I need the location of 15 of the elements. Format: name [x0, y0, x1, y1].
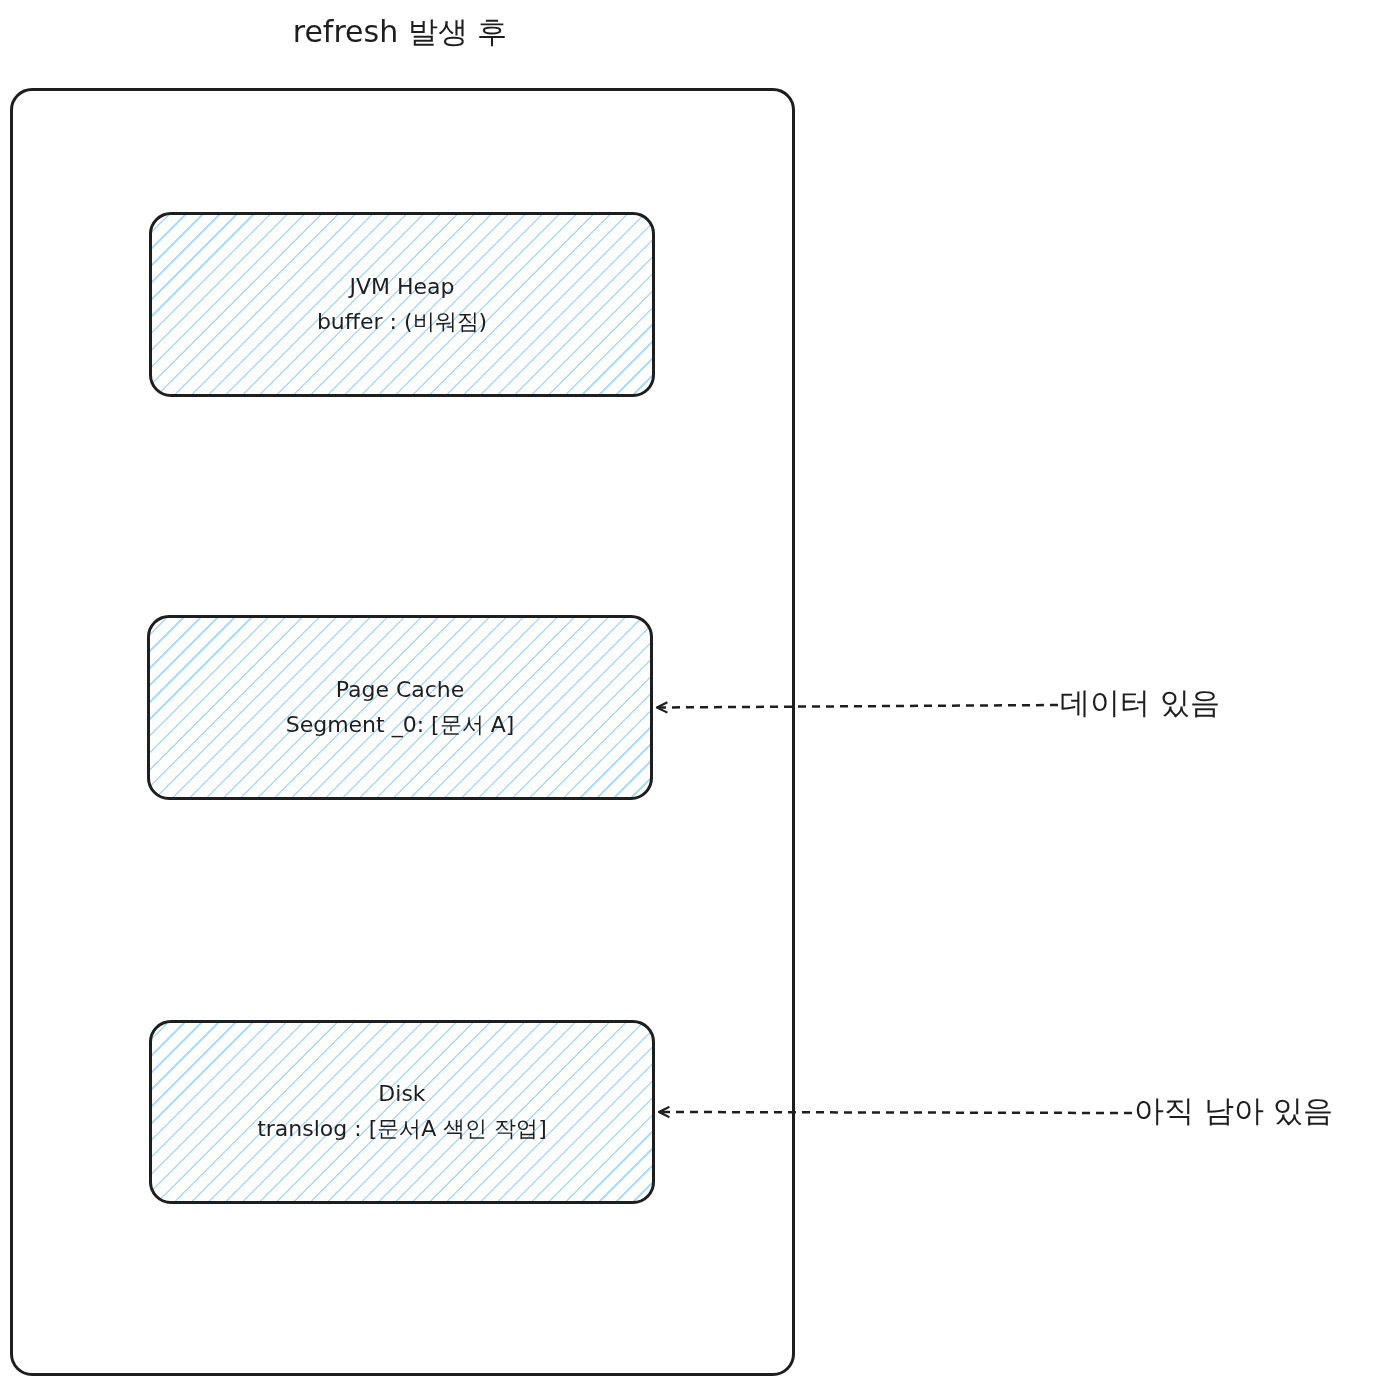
box-heading: Disk — [378, 1080, 426, 1109]
box-text: buffer : (비워짐) — [316, 307, 488, 336]
dashed-arrow — [655, 701, 1058, 714]
dashed-arrow — [657, 1105, 1132, 1119]
note-text: 아직 남아 있음 — [1134, 1096, 1334, 1126]
memory-box — [149, 1020, 655, 1204]
note-text: 데이터 있음 — [1060, 688, 1220, 718]
container-frame — [10, 88, 795, 1376]
box-text: translog : [문서A 색인 작업] — [257, 1115, 547, 1143]
box-heading: JVM Heap — [349, 272, 455, 301]
diagram-title: refresh 발생 후 — [291, 13, 509, 51]
memory-box — [149, 212, 655, 397]
box-heading: Page Cache — [335, 675, 465, 704]
box-text: Segment _0: [문서 A] — [285, 710, 515, 740]
memory-box — [147, 615, 653, 800]
